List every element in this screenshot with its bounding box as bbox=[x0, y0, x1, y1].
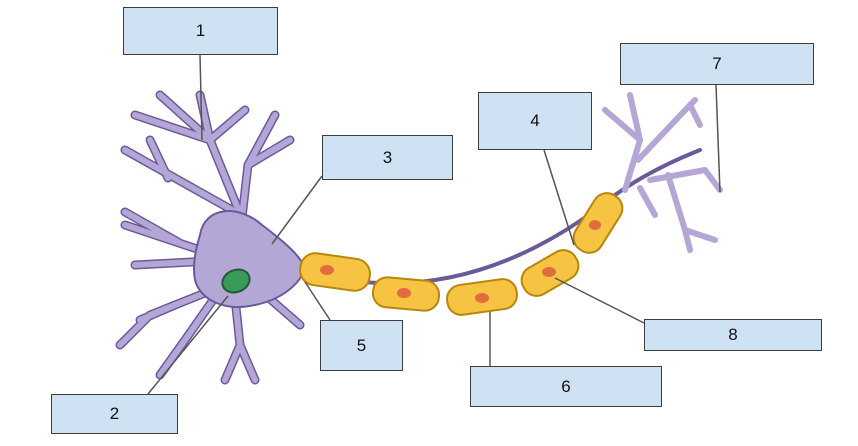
myelin-segment bbox=[299, 252, 371, 292]
axon-terminals bbox=[602, 92, 723, 253]
leader-line-2 bbox=[147, 295, 229, 395]
label-text: 7 bbox=[712, 54, 722, 73]
cell-body bbox=[192, 210, 307, 308]
leader-line-4 bbox=[543, 149, 575, 246]
myelin-segment bbox=[520, 249, 580, 297]
label-box-1[interactable]: 1 bbox=[123, 7, 278, 55]
label-box-8[interactable]: 8 bbox=[644, 319, 822, 351]
leader-line-7 bbox=[715, 84, 721, 193]
label-text: 3 bbox=[382, 147, 393, 167]
label-box-6[interactable]: 6 bbox=[470, 366, 662, 407]
label-text: 2 bbox=[109, 404, 120, 423]
schwann-nucleus bbox=[542, 267, 556, 277]
label-text: 5 bbox=[356, 335, 367, 355]
label-box-4[interactable]: 4 bbox=[478, 92, 592, 150]
myelin-sheath bbox=[299, 192, 624, 316]
label-box-3[interactable]: 3 bbox=[322, 135, 453, 180]
label-box-2[interactable]: 2 bbox=[51, 394, 178, 434]
schwann-nucleus bbox=[397, 288, 411, 298]
leader-lines bbox=[147, 54, 721, 395]
leader-line-1 bbox=[199, 54, 203, 141]
myelin-segment bbox=[446, 278, 518, 316]
myelin-segment bbox=[572, 192, 624, 254]
label-text: 1 bbox=[195, 21, 206, 40]
label-text: 4 bbox=[530, 111, 540, 130]
myelin-segment bbox=[371, 276, 441, 312]
schwann-nucleus bbox=[475, 293, 489, 303]
leader-line-8 bbox=[554, 277, 645, 324]
label-text: 8 bbox=[728, 325, 738, 344]
label-box-5[interactable]: 5 bbox=[320, 320, 403, 371]
label-box-7[interactable]: 7 bbox=[620, 43, 814, 85]
axon bbox=[293, 148, 702, 286]
dendrite-fill bbox=[117, 92, 303, 383]
label-text: 6 bbox=[561, 376, 571, 396]
schwann-nucleus bbox=[320, 265, 334, 275]
leader-line-5 bbox=[304, 281, 331, 321]
schwann-nucleus bbox=[589, 220, 601, 230]
nucleus bbox=[221, 268, 251, 294]
dendrites bbox=[115, 90, 305, 385]
leader-line-3 bbox=[271, 175, 323, 245]
